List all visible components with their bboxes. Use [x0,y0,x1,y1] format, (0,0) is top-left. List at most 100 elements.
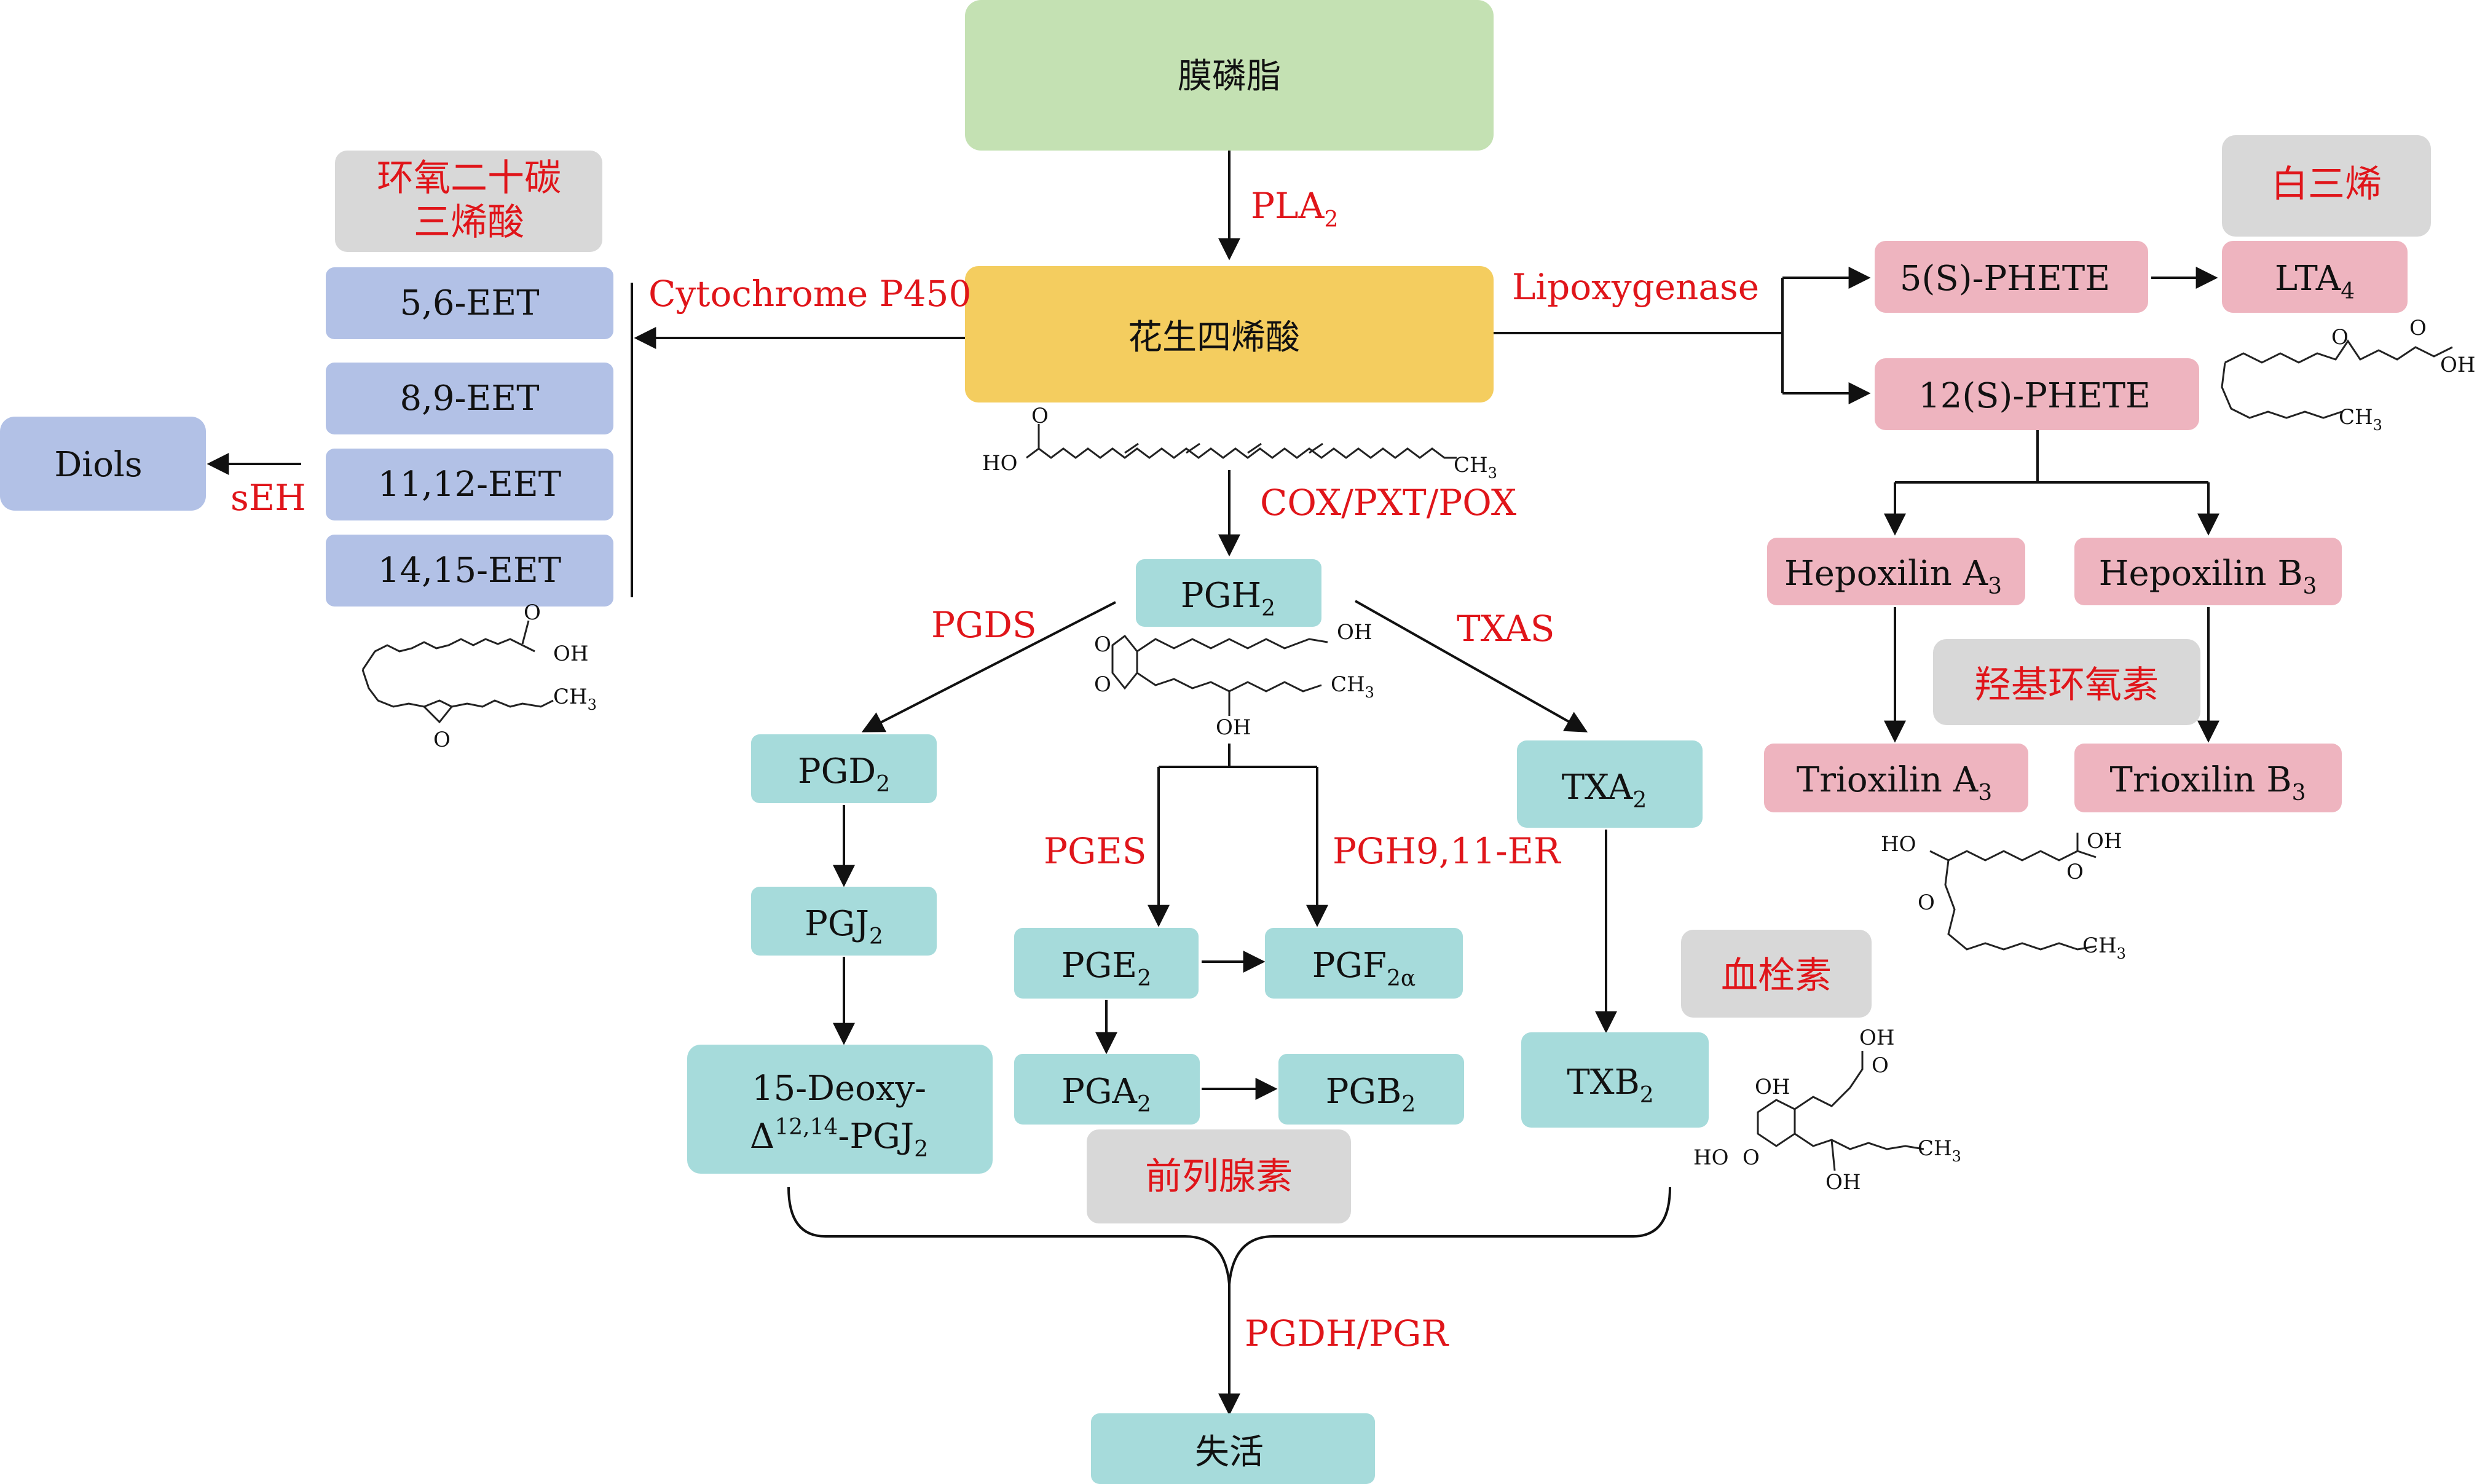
enzyme-labels: PLA2 Cytochrome P450 Lipoxygenase sEH CO… [230,185,1759,1354]
aa-ch3-text: CH3 [1454,453,1497,482]
eet-oh-text: OH [553,642,589,666]
node-inactive-label: 失活 [1195,1432,1264,1472]
trioxilin-ring-o-text: O [1918,890,1935,915]
txb2-ho-text: HO [1693,1145,1729,1170]
pgb2-sub: 2 [1401,1092,1416,1117]
pga2-sub: 2 [1137,1092,1151,1117]
pgf2a-base: PGF [1312,946,1387,986]
eet-ch3-base: CH [553,685,588,709]
category-hepoxilin-label: 羟基环氧素 [1974,664,2159,707]
lta4-base: LTA [2275,259,2341,299]
trioxilin-oh-text: OH [2087,829,2122,854]
node-pgj2-label: PGJ2 [805,904,883,949]
node-diols-label: Diols [54,445,142,485]
node-eet-14-15-label: 14,15-EET [378,551,561,591]
node-membrane-label: 膜磷脂 [1178,57,1281,96]
node-eet-8-9-label: 8,9-EET [400,379,539,418]
node-txb2-box [1521,1032,1709,1128]
node-5s-phete-label: 5(S)-PHETE [1900,259,2110,299]
txb2-ring-o-text: O [1743,1145,1760,1170]
node-eet-11-12-label: 11,12-EET [378,465,561,504]
pgj2-sub: 2 [869,924,883,949]
aa-ho-text: HO [982,451,1018,476]
node-pgd2-label: PGD2 [798,752,890,797]
node-trioxilin-b3-box [2074,744,2342,812]
node-arachidonic-acid-label: 花生四烯酸 [1128,318,1300,358]
pla2-base: PLA [1251,185,1325,227]
node-eet-14-15-box [326,535,613,607]
txb2-sub: 2 [1640,1083,1654,1108]
node-eet-5-6-label: 5,6-EET [400,283,539,323]
txb2-ch3-base: CH [1918,1136,1952,1161]
lta4-sub: 4 [2341,279,2355,304]
txa2-sub: 2 [1632,788,1647,813]
pgh2-ch3-base: CH [1331,672,1365,697]
node-membrane-box [965,0,1494,151]
node-lta4-box [2222,241,2408,313]
lta4-ch3-base: CH [2339,405,2373,430]
node-pgf2a-label: PGF2α [1312,946,1416,991]
deoxy-delta: Δ [750,1117,774,1156]
node-15-deoxy-pgj2-box [687,1045,993,1174]
structure-arachidonic-acid: HO O CH3 [982,404,1497,482]
enzyme-cyp450-label: Cytochrome P450 [648,273,971,315]
node-txa2-label: TXA2 [1562,768,1647,813]
structure-eet: OH O O CH3 [361,600,597,752]
node-pgf2a-box [1265,928,1463,999]
aa-o-text: O [1031,404,1049,428]
pla2-sub: 2 [1324,207,1338,232]
lta4-acid-o-text: O [2409,316,2427,340]
node-eet-11-12-box [326,449,613,520]
node-hepoxilin-b3-label: Hepoxilin B3 [2099,554,2317,599]
node-pge2-box [1014,928,1199,999]
trioxilin-b3-sub: 3 [2292,780,2306,806]
deoxy-sub: 2 [914,1137,928,1162]
category-leukotriene-label: 白三烯 [2271,163,2382,206]
arrow-pgh2-to-txa2 [1355,600,1588,732]
pgb2-base: PGB [1326,1072,1402,1112]
trioxilin-o-text: O [2066,860,2084,884]
category-eet-box [335,151,602,252]
eet-o-text: O [524,600,541,625]
node-arachidonic-acid-box [965,266,1494,402]
trioxilin-ch3-text: CH3 [2082,933,2126,962]
deoxy-mid: -PGJ [838,1117,914,1156]
structure-txb2: OH O OH HO O OH CH3 [1693,1026,1961,1195]
enzyme-pgdh-label: PGDH/PGR [1245,1313,1449,1354]
enzyme-cox-label: COX/PXT/POX [1260,482,1517,524]
connectors [207,151,2219,1416]
trioxilin-ch3-sub: 3 [2117,945,2126,962]
lta4-ch3-text: CH3 [2339,405,2382,434]
category-hepoxilin-box [1933,639,2200,725]
pgh2-base: PGH [1181,576,1261,616]
enzyme-seh-label: sEH [230,477,306,519]
enzyme-txas-label: TXAS [1457,608,1555,650]
eet-ch3-sub: 3 [588,696,597,713]
txa2-base: TXA [1562,768,1633,807]
node-pgh2-box [1136,559,1321,627]
txb2-o-text: O [1872,1053,1889,1078]
hepoxilin-b3-base: Hepoxilin B [2099,554,2303,594]
txb2-ch3-sub: 3 [1952,1148,1961,1165]
hepoxilin-b3-sub: 3 [2302,574,2317,599]
category-leukotriene-box [2222,135,2431,237]
eet-ch3-text: CH3 [553,685,597,713]
category-prostaglandin-label: 前列腺素 [1145,1155,1293,1198]
pge2-base: PGE [1061,946,1137,986]
category-thromboxane-box [1681,930,1872,1018]
node-pgb2-box [1278,1054,1464,1125]
node-pgb2-label: PGB2 [1326,1072,1416,1117]
pgh2-ch3-text: CH3 [1331,672,1374,701]
lta4-ch3-sub: 3 [2373,417,2382,434]
pgd2-base: PGD [798,752,876,791]
node-trioxilin-a3-label: Trioxilin A3 [1797,760,1992,806]
trioxilin-ho-text: HO [1881,832,1916,857]
pge2-sub: 2 [1137,966,1151,991]
lta4-oh-text: OH [2440,353,2476,377]
pgh2-ch3-sub: 3 [1365,684,1374,701]
pgj2-base: PGJ [805,904,869,944]
lta4-o-text: O [2331,325,2349,350]
node-eet-8-9-box [326,363,613,434]
node-hepoxilin-a3-label: Hepoxilin A3 [1784,554,2002,599]
